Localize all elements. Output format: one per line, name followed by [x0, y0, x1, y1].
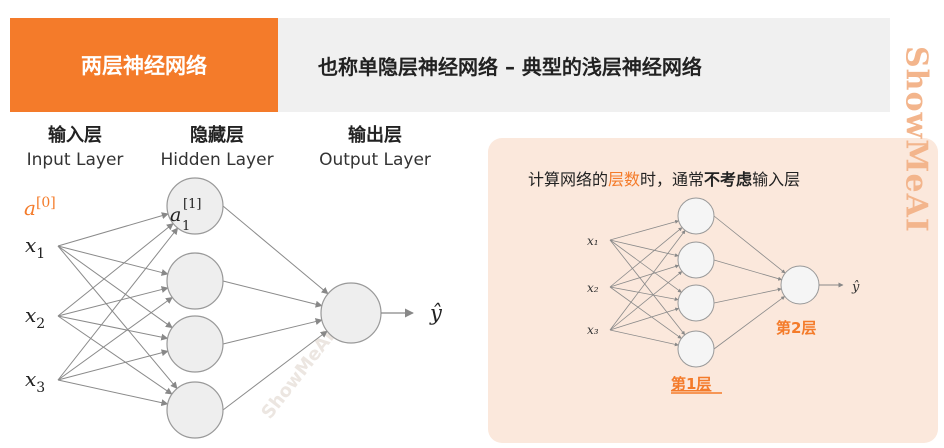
- panel-title-bold: 不考虑: [704, 170, 753, 189]
- main-edge-in-9: [57, 296, 173, 381]
- panel-title-pre: 计算网络的: [528, 170, 609, 189]
- main-edge-in-10: [57, 349, 169, 381]
- column-hidden-en: Hidden Layer: [160, 150, 274, 170]
- column-input-cn: 输入层: [48, 125, 102, 146]
- column-output-cn: 输出层: [348, 125, 402, 146]
- hidden-node-4: [166, 381, 224, 439]
- column-hidden-cn: 隐藏层: [190, 125, 244, 146]
- label-x1: x1: [25, 233, 45, 262]
- panel-output-node: [780, 265, 820, 305]
- output-node: [320, 282, 382, 344]
- panel-edge-in-9: [609, 271, 683, 331]
- label-x2-base: x: [25, 303, 36, 327]
- hidden-node-3: [166, 315, 224, 373]
- panel-edge-in-0: [609, 219, 680, 241]
- main-edge-out-2: [222, 318, 323, 345]
- main-edge-out-1: [222, 280, 323, 308]
- panel-edge-in-5: [609, 264, 680, 288]
- panel-hidden-node-1: [677, 197, 715, 235]
- header-tag: 两层神经网络: [10, 18, 278, 112]
- panel-edge-out-2: [713, 287, 782, 304]
- panel-edge-in-8: [609, 230, 686, 331]
- panel-edge-in-6: [609, 286, 679, 302]
- main-edge-in-2: [57, 245, 173, 329]
- panel-edges: [609, 215, 786, 350]
- hidden-node-2: [166, 252, 224, 310]
- label-x1-base: x: [25, 233, 36, 257]
- label-a1-sub: 1: [182, 219, 190, 234]
- column-input: 输入层 Input Layer: [0, 124, 150, 172]
- column-hidden: 隐藏层 Hidden Layer: [142, 124, 292, 172]
- label-a1-sup: [1]: [183, 197, 201, 212]
- main-edge-in-4: [57, 223, 174, 317]
- panel-label-x2: x₂: [587, 281, 599, 295]
- panel-label-yhat: ŷ: [851, 280, 860, 295]
- column-output-en: Output Layer: [319, 150, 431, 170]
- panel-edge-out-0: [713, 215, 786, 274]
- panel-edge-in-1: [609, 239, 679, 258]
- hidden-node-1: [166, 177, 224, 235]
- main-edge-out-0: [222, 205, 329, 295]
- main-edge-in-3: [57, 245, 178, 390]
- panel-edge-in-7: [609, 286, 682, 339]
- panel-edge-out-1: [713, 259, 783, 281]
- label-a1-base: a: [170, 204, 181, 226]
- label-x2-sub: 2: [36, 316, 45, 332]
- panel-edge-in-2: [609, 239, 682, 293]
- panel-hidden-node-4: [677, 330, 715, 368]
- panel-hidden-node-3: [677, 284, 715, 322]
- label-a0-sup: [0]: [36, 195, 56, 211]
- header-subtitle: 也称单隐层神经网络 – 典型的浅层神经网络: [318, 54, 702, 79]
- label-x3-sub: 3: [36, 380, 45, 396]
- panel-edge-in-4: [609, 227, 683, 288]
- panel-layer1-label: 第1层: [671, 375, 711, 393]
- panel-hidden-node-2: [677, 241, 715, 279]
- watermark-vertical: ShowMeAI: [898, 45, 934, 233]
- panel-label-x3: x₃: [587, 323, 599, 337]
- label-yhat: ŷ: [429, 301, 443, 325]
- side-panel: [488, 138, 938, 443]
- label-x3: x3: [25, 367, 45, 396]
- panel-title-mid: 时，通常: [640, 170, 705, 189]
- label-x3-base: x: [25, 367, 36, 391]
- main-edge-in-8: [57, 227, 179, 381]
- main-edge-in-5: [57, 286, 169, 317]
- panel-edge-out-3: [713, 296, 786, 350]
- panel-title-post: 输入层: [752, 170, 801, 189]
- main-edge-in-1: [57, 245, 169, 276]
- main-edge-out-3: [222, 330, 328, 411]
- main-edge-in-6: [57, 315, 169, 341]
- main-edge-in-7: [57, 315, 173, 395]
- panel-edge-in-10: [609, 307, 680, 331]
- label-a0: a[0]: [24, 195, 56, 220]
- panel-title-highlight: 层数: [608, 170, 641, 189]
- panel-label-x1: x₁: [587, 234, 599, 248]
- main-edge-in-0: [57, 212, 169, 247]
- column-output: 输出层 Output Layer: [300, 124, 450, 172]
- main-edges: [57, 205, 329, 411]
- main-edge-in-11: [57, 379, 169, 407]
- panel-layer2-label: 第2层: [776, 319, 816, 337]
- panel-edge-in-11: [609, 329, 679, 347]
- panel-title: 计算网络的层数时，通常不考虑输入层: [528, 166, 800, 190]
- label-x1-sub: 1: [36, 246, 45, 262]
- label-a0-base: a: [24, 196, 36, 220]
- label-x2: x2: [25, 303, 45, 332]
- column-input-en: Input Layer: [26, 150, 124, 170]
- panel-edge-in-3: [609, 239, 686, 336]
